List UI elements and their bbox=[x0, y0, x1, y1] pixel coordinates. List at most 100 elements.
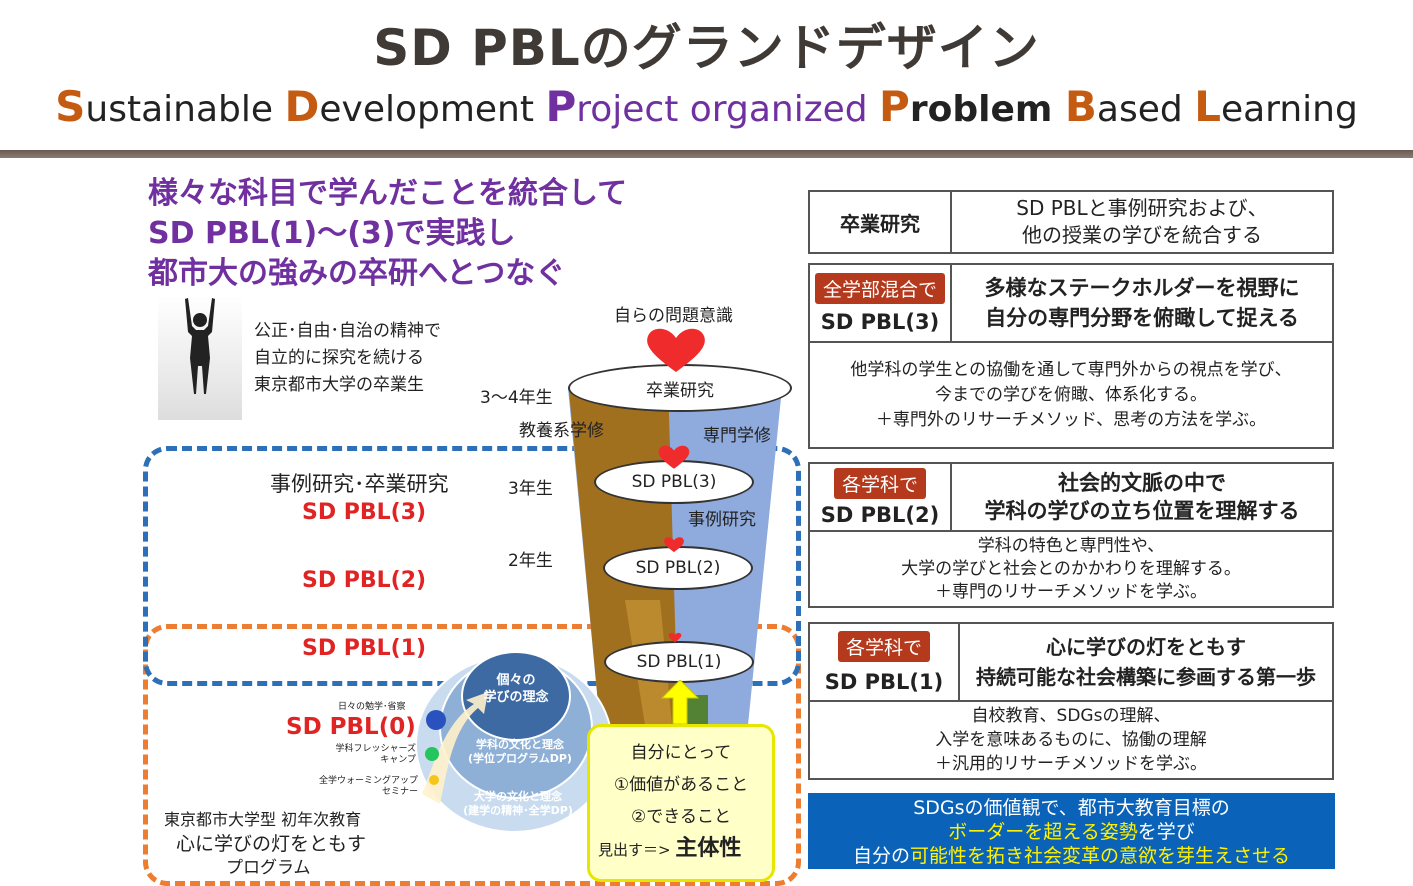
oval-sd-pbl-1: SD PBL(1) bbox=[604, 641, 754, 683]
subtitle-s: S bbox=[55, 82, 86, 131]
lead-line-3: 都市大の強みの卒研へとつなぐ bbox=[148, 256, 566, 291]
up-arrow-icon bbox=[660, 680, 700, 724]
pbl3-body-line-1: 他学科の学生との協働を通して専門外からの視点を学び、 bbox=[850, 359, 1292, 380]
table-sd-pbl-3: 全学部混合で SD PBL(3) 多様なステークホルダーを視野に 自分の専門分野… bbox=[808, 263, 1334, 449]
subtitle-p: P bbox=[545, 82, 577, 131]
page-subtitle: Sustainable Development Project organize… bbox=[0, 82, 1413, 131]
subtitle-l-rest: earning bbox=[1220, 89, 1358, 130]
subtitle-pb: P bbox=[879, 82, 910, 131]
circle-outer-line-2: (建学の精神･全学DP) bbox=[463, 804, 573, 817]
pbl3-body: 他学科の学生との協働を通して専門外からの視点を学び、 今までの学びを俯瞰、体系化… bbox=[810, 341, 1332, 447]
oval-sd-pbl-3-label: SD PBL(3) bbox=[631, 472, 717, 492]
header-divider bbox=[0, 150, 1413, 158]
pbl2-label-cell: 各学科で SD PBL(2) bbox=[810, 464, 952, 530]
year-3-label: 3年生 bbox=[508, 479, 553, 499]
circle-inner-line-1: 個々の bbox=[496, 673, 536, 688]
subjectivity-line-4: 見出す＝> 主体性 bbox=[590, 833, 772, 866]
dot-label-camp-line-1: 学科フレッシャーズ bbox=[335, 744, 416, 754]
pbl2-tag: 各学科で bbox=[833, 467, 926, 499]
first-year-line-3: プログラム bbox=[226, 858, 311, 878]
case-grad-label: 事例研究･卒業研究 bbox=[270, 472, 449, 496]
heart-icon-pbl3 bbox=[658, 445, 690, 469]
pbl2-body: 学科の特色と専門性や、 大学の学びと社会とのかかわりを理解する。 ＋専門のリサー… bbox=[810, 530, 1332, 606]
subjectivity-line-3: ②できること bbox=[631, 807, 731, 827]
heart-icon-pbl2 bbox=[664, 537, 684, 553]
graduate-line-2: 自立的に探究を続ける bbox=[254, 348, 424, 368]
table-sd-pbl-2: 各学科で SD PBL(2) 社会的文脈の中で 学科の学びの立ち位置を理解する … bbox=[808, 462, 1334, 608]
sdg-line-2-rest: を学び bbox=[1137, 821, 1195, 843]
pbl3-heading-line-2: 自分の専門分野を俯瞰して捉える bbox=[985, 306, 1299, 330]
oval-sd-pbl-2: SD PBL(2) bbox=[603, 546, 753, 590]
pbl1-heading: 心に学びの灯をともす 持続可能な社会構築に参画する第一歩 bbox=[960, 624, 1332, 700]
subtitle-d-rest: evelopment bbox=[319, 89, 546, 130]
graduate-line-1: 公正･自由･自治の精神で bbox=[254, 321, 441, 341]
heart-icon-pbl1 bbox=[668, 632, 682, 643]
grad-description: SD PBLと事例研究および、 他の授業の学びを統合する bbox=[952, 192, 1332, 252]
pbl3-heading-line-1: 多様なステークホルダーを視野に bbox=[984, 276, 1300, 300]
oval-graduation-research: 卒業研究 bbox=[568, 364, 792, 412]
pbl1-label: SD PBL(1) bbox=[824, 669, 944, 694]
pbl1-tag: 各学科で bbox=[837, 630, 930, 662]
learning-philosophy-circles bbox=[415, 651, 613, 833]
case-study-label: 事例研究 bbox=[688, 510, 756, 530]
sdg-highlight-1: ボーダーを超える姿勢 bbox=[948, 821, 1138, 843]
pbl1-body-line-2: 入学を意味あるものに、協働の理解 bbox=[935, 730, 1207, 750]
pbl2-body-line-3: ＋専門のリサーチメソッドを学ぶ。 bbox=[935, 581, 1207, 602]
lead-line-1: 様々な科目で学んだことを統合して bbox=[148, 176, 628, 211]
dot-label-seminar-line-1: 全学ウォーミングアップ bbox=[318, 776, 418, 786]
graduate-line-3: 東京都市大学の卒業生 bbox=[254, 375, 424, 395]
first-year-line-1: 東京都市大学型 初年次教育 bbox=[164, 810, 362, 829]
circle-middle-line-1: 学科の文化と理念 bbox=[476, 738, 564, 751]
sdg-banner: SDGsの価値観で、都市大教育目標の ボーダーを超える姿勢を学び 自分の可能性を… bbox=[808, 793, 1335, 869]
dot-label-camp-line-2: キャンプ bbox=[380, 755, 416, 765]
pbl3-heading: 多様なステークホルダーを視野に 自分の専門分野を俯瞰して捉える bbox=[952, 265, 1332, 341]
dot-label-seminar-line-2: セミナー bbox=[381, 787, 418, 797]
subtitle-b: B bbox=[1064, 82, 1097, 131]
first-year-text: 東京都市大学型 初年次教育 心に学びの灯をともす プログラム bbox=[164, 808, 366, 880]
dot-label-seminar: 全学ウォーミングアップ セミナー bbox=[306, 776, 418, 798]
oval-sd-pbl-1-label: SD PBL(1) bbox=[636, 652, 722, 672]
pbl2-left-label: SD PBL(2) bbox=[302, 568, 427, 593]
subtitle-b-rest: ased bbox=[1096, 89, 1195, 130]
sdg-line-1: SDGsの価値観で、都市大教育目標の bbox=[913, 797, 1230, 819]
subjectivity-find-label: 見出す＝> bbox=[598, 841, 671, 859]
oval-graduation-research-label: 卒業研究 bbox=[646, 380, 714, 401]
pbl3-left-label: SD PBL(3) bbox=[302, 500, 427, 525]
heart-icon-large bbox=[647, 328, 705, 372]
lead-text: 様々な科目で学んだことを統合して SD PBL(1)～(3)で実践し 都市大の強… bbox=[148, 174, 627, 294]
circle-inner-text: 個々の 学びの理念 bbox=[476, 672, 556, 706]
pbl0-left-label: SD PBL(0) bbox=[286, 714, 416, 740]
dot-label-camp: 学科フレッシャーズ キャンプ bbox=[330, 744, 416, 766]
subtitle-l: L bbox=[1194, 82, 1221, 131]
pbl2-heading: 社会的文脈の中で 学科の学びの立ち位置を理解する bbox=[952, 464, 1332, 530]
years-3-4-label: 3～4年生 bbox=[480, 388, 553, 408]
subjectivity-keyword: 主体性 bbox=[675, 836, 742, 861]
grad-description-line-1: SD PBLと事例研究および、 bbox=[1016, 196, 1268, 220]
subtitle-s-rest: ustainable bbox=[85, 89, 285, 130]
pbl2-heading-line-2: 学科の学びの立ち位置を理解する bbox=[984, 499, 1300, 523]
pbl3-label-cell: 全学部混合で SD PBL(3) bbox=[810, 265, 952, 341]
subtitle-d: D bbox=[284, 82, 320, 131]
general-studies-label: 教養系学修 bbox=[519, 421, 604, 441]
pbl1-label-cell: 各学科で SD PBL(1) bbox=[810, 624, 960, 700]
pbl1-heading-line-1: 心に学びの灯をともす bbox=[1046, 635, 1246, 659]
pbl1-body-line-1: 自校教育、SDGsの理解、 bbox=[971, 706, 1171, 726]
year-2-label: 2年生 bbox=[508, 551, 553, 571]
table-graduation-research: 卒業研究 SD PBLと事例研究および、 他の授業の学びを統合する bbox=[808, 190, 1334, 254]
graduate-figure-image bbox=[158, 296, 242, 420]
pbl3-body-line-3: ＋専門外のリサーチメソッド、思考の方法を学ぶ。 bbox=[875, 409, 1267, 430]
grad-description-line-2: 他の授業の学びを統合する bbox=[1022, 223, 1262, 247]
oval-sd-pbl-2-label: SD PBL(2) bbox=[635, 558, 721, 578]
table-sd-pbl-1: 各学科で SD PBL(1) 心に学びの灯をともす 持続可能な社会構築に参画する… bbox=[808, 622, 1334, 780]
pbl2-label: SD PBL(2) bbox=[820, 502, 940, 527]
pbl3-label: SD PBL(3) bbox=[820, 309, 940, 334]
circle-middle-line-2: (学位プログラムDP) bbox=[468, 752, 572, 765]
pbl3-body-line-2: 今までの学びを俯瞰、体系化する。 bbox=[935, 384, 1207, 405]
pbl3-tag: 全学部混合で bbox=[814, 272, 945, 304]
lead-line-2: SD PBL(1)～(3)で実践し bbox=[148, 216, 516, 251]
sdg-line-2: ボーダーを超える姿勢を学び bbox=[808, 820, 1335, 844]
circle-outer-line-1: 大学の文化と理念 bbox=[474, 790, 562, 803]
circle-middle-text: 学科の文化と理念 (学位プログラムDP) bbox=[452, 738, 588, 766]
pbl2-heading-line-1: 社会的文脈の中で bbox=[1058, 471, 1226, 495]
sdg-line-3: 自分の可能性を拓き社会変革の意欲を芽生えさせる bbox=[808, 844, 1335, 868]
